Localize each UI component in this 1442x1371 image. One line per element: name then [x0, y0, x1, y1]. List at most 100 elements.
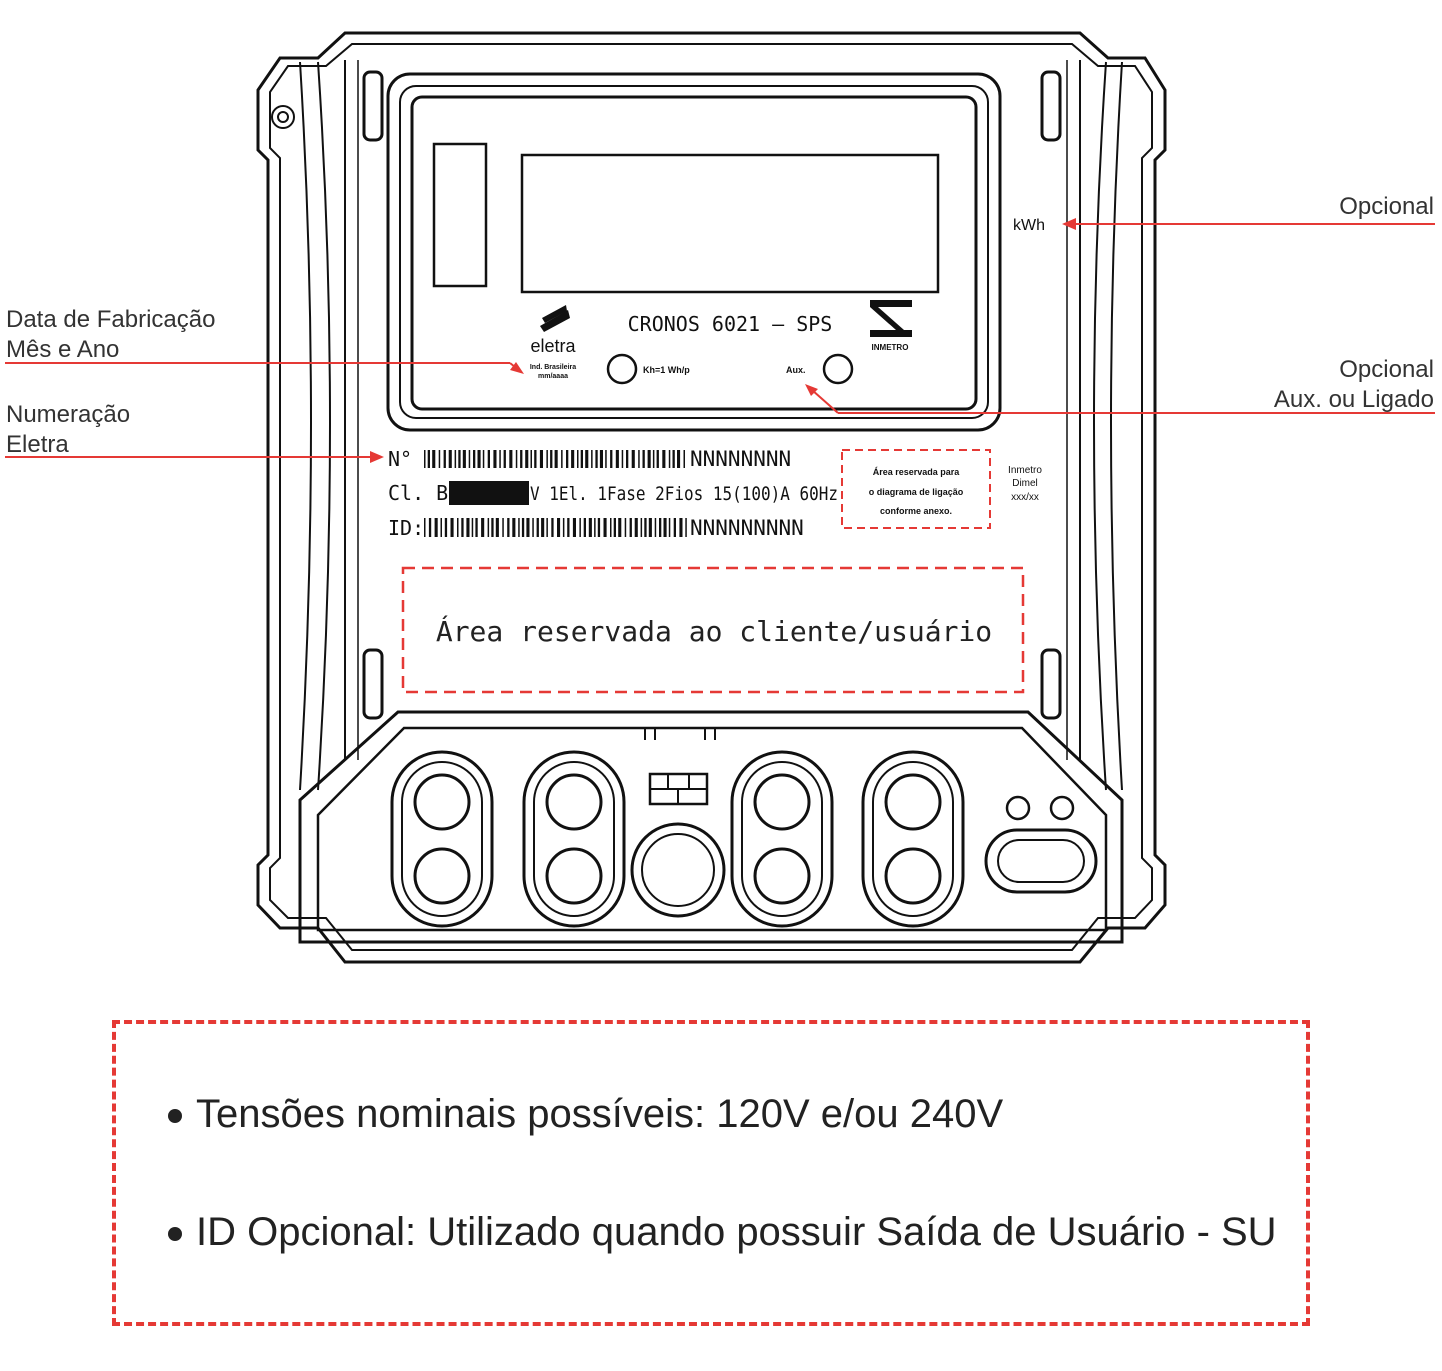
aux-label: Aux.: [786, 365, 806, 375]
barcode-bar: [597, 518, 601, 537]
diagram-area-line3: conforme anexo.: [880, 506, 952, 516]
barcode-bar: [654, 518, 657, 537]
inmetro-line2: Dimel: [1012, 478, 1038, 489]
terminal-2: [522, 750, 626, 928]
eletra-brand: eletra: [530, 336, 576, 356]
barcode-bar: [683, 450, 685, 468]
barcode-bar: [631, 450, 635, 468]
barcode-bar: [567, 518, 570, 537]
barcode-bar: [541, 518, 545, 537]
barcode-bar: [613, 518, 616, 537]
barcode-bar: [457, 518, 459, 537]
barcode-bar: [557, 518, 561, 537]
callout-data-fab-line1: Data de Fabricação: [6, 306, 216, 333]
barcode-bar: [427, 450, 430, 468]
barcode-bar: [526, 518, 530, 537]
aux-terminals: [984, 795, 1098, 894]
barcode-bar: [585, 450, 589, 468]
barcode-bar: [515, 450, 518, 468]
barcode-bar: [640, 518, 643, 537]
barcode-bar: [471, 518, 474, 537]
barcode-bar: [605, 450, 607, 468]
callout-data-fab-line2: Mês e Ano: [6, 336, 120, 363]
barcode-bar: [450, 518, 454, 537]
barcode-bar: [475, 518, 478, 537]
meter-housing: [256, 31, 1167, 964]
barcode-bar: [424, 450, 426, 468]
barcode-bar: [458, 450, 461, 468]
barcode-bar: [530, 450, 532, 468]
kh-led-icon: [606, 353, 638, 385]
spec-prefix: Cl. B: [388, 481, 448, 505]
barcode-bar: [491, 518, 494, 537]
barcode-bar: [668, 518, 671, 537]
meter-diagram: eletra Ind. Brasileira mm/aaaa CRONOS 60…: [5, 31, 1435, 964]
inmetro-logo: INMETRO: [870, 300, 912, 352]
barcode-bar: [663, 518, 667, 537]
barcode-bar: [668, 450, 671, 468]
barcode-bar: [499, 450, 501, 468]
callout-data-fabricacao: Data de Fabricação Mês e Ano: [6, 305, 215, 365]
note-id-optional: ID Opcional: Utilizado quando possuir Sa…: [168, 1210, 1277, 1255]
barcode-bar: [444, 518, 448, 537]
id-suffix: NNNNNNNNN: [690, 516, 804, 540]
callout-aux-line2: Aux. ou Ligado: [1273, 386, 1434, 413]
barcode-bar: [618, 518, 622, 537]
barcode-bar: [461, 518, 464, 537]
id-prefix: ID:: [388, 516, 424, 540]
barcode-bar: [428, 518, 432, 537]
barcode-bar: [615, 450, 619, 468]
terminal-4: [861, 750, 965, 928]
barcode-bar: [594, 518, 596, 537]
callout-opcional-aux: Opcional Aux. ou Ligado: [1274, 355, 1434, 415]
unit-label: kWh: [1013, 217, 1045, 234]
barcode-bar: [443, 450, 446, 468]
barcode-bar: [434, 518, 438, 537]
eletra-logo: eletra Ind. Brasileira mm/aaaa: [530, 305, 577, 380]
barcode-bar: [525, 450, 529, 468]
note-id-text: ID Opcional: Utilizado quando possuir Sa…: [196, 1210, 1277, 1254]
barcode-bar: [448, 450, 452, 468]
barcode-serial: [424, 450, 685, 468]
barcode-bar: [685, 518, 687, 537]
callout-numeracao-line2: Eletra: [6, 431, 69, 458]
barcode-bar: [432, 450, 436, 468]
diagram-area-line1: Área reservada para: [873, 467, 961, 477]
barcode-bar: [473, 450, 476, 468]
note-voltages: Tensões nominais possíveis: 120V e/ou 24…: [168, 1092, 1003, 1137]
barcode-bar: [599, 450, 603, 468]
barcode-bar: [629, 518, 632, 537]
client-area-box: [401, 566, 1025, 694]
inmetro-line3: xxx/xx: [1011, 492, 1039, 503]
callout-numeracao: Numeração Eletra: [6, 400, 130, 460]
barcode-bar: [424, 518, 426, 537]
brand-sub-line2: mm/aaaa: [538, 373, 568, 380]
barcode-bar: [577, 450, 579, 468]
barcode-bar: [546, 450, 548, 468]
barcode-bar: [440, 518, 442, 537]
barcode-bar: [481, 518, 485, 537]
barcode-bar: [624, 518, 627, 537]
barcode-bar: [466, 518, 470, 537]
barcode-bar: [562, 518, 565, 537]
barcode-bar: [610, 518, 612, 537]
barcode-bar: [532, 518, 534, 537]
barcode-bar: [520, 450, 523, 468]
barcode-bar: [648, 518, 652, 537]
terminal-3: [730, 750, 834, 928]
barcode-bar: [659, 518, 662, 537]
barcode-bar: [550, 450, 553, 468]
barcode-bar: [468, 450, 471, 468]
barcode-bar: [588, 518, 592, 537]
barcode-bar: [626, 450, 629, 468]
diagram-area-line2: o diagrama de ligação: [869, 487, 964, 497]
barcode-bar: [571, 450, 575, 468]
barcode-bar: [536, 518, 539, 537]
barcode-bar: [591, 450, 593, 468]
serial-suffix: NNNNNNNN: [690, 447, 791, 471]
barcode-bar: [487, 450, 490, 468]
aux-led-icon: [822, 353, 854, 385]
barcode-bar: [518, 518, 520, 537]
barcode-bar: [638, 450, 640, 468]
model-label: CRONOS 6021 – SPS: [628, 312, 833, 336]
